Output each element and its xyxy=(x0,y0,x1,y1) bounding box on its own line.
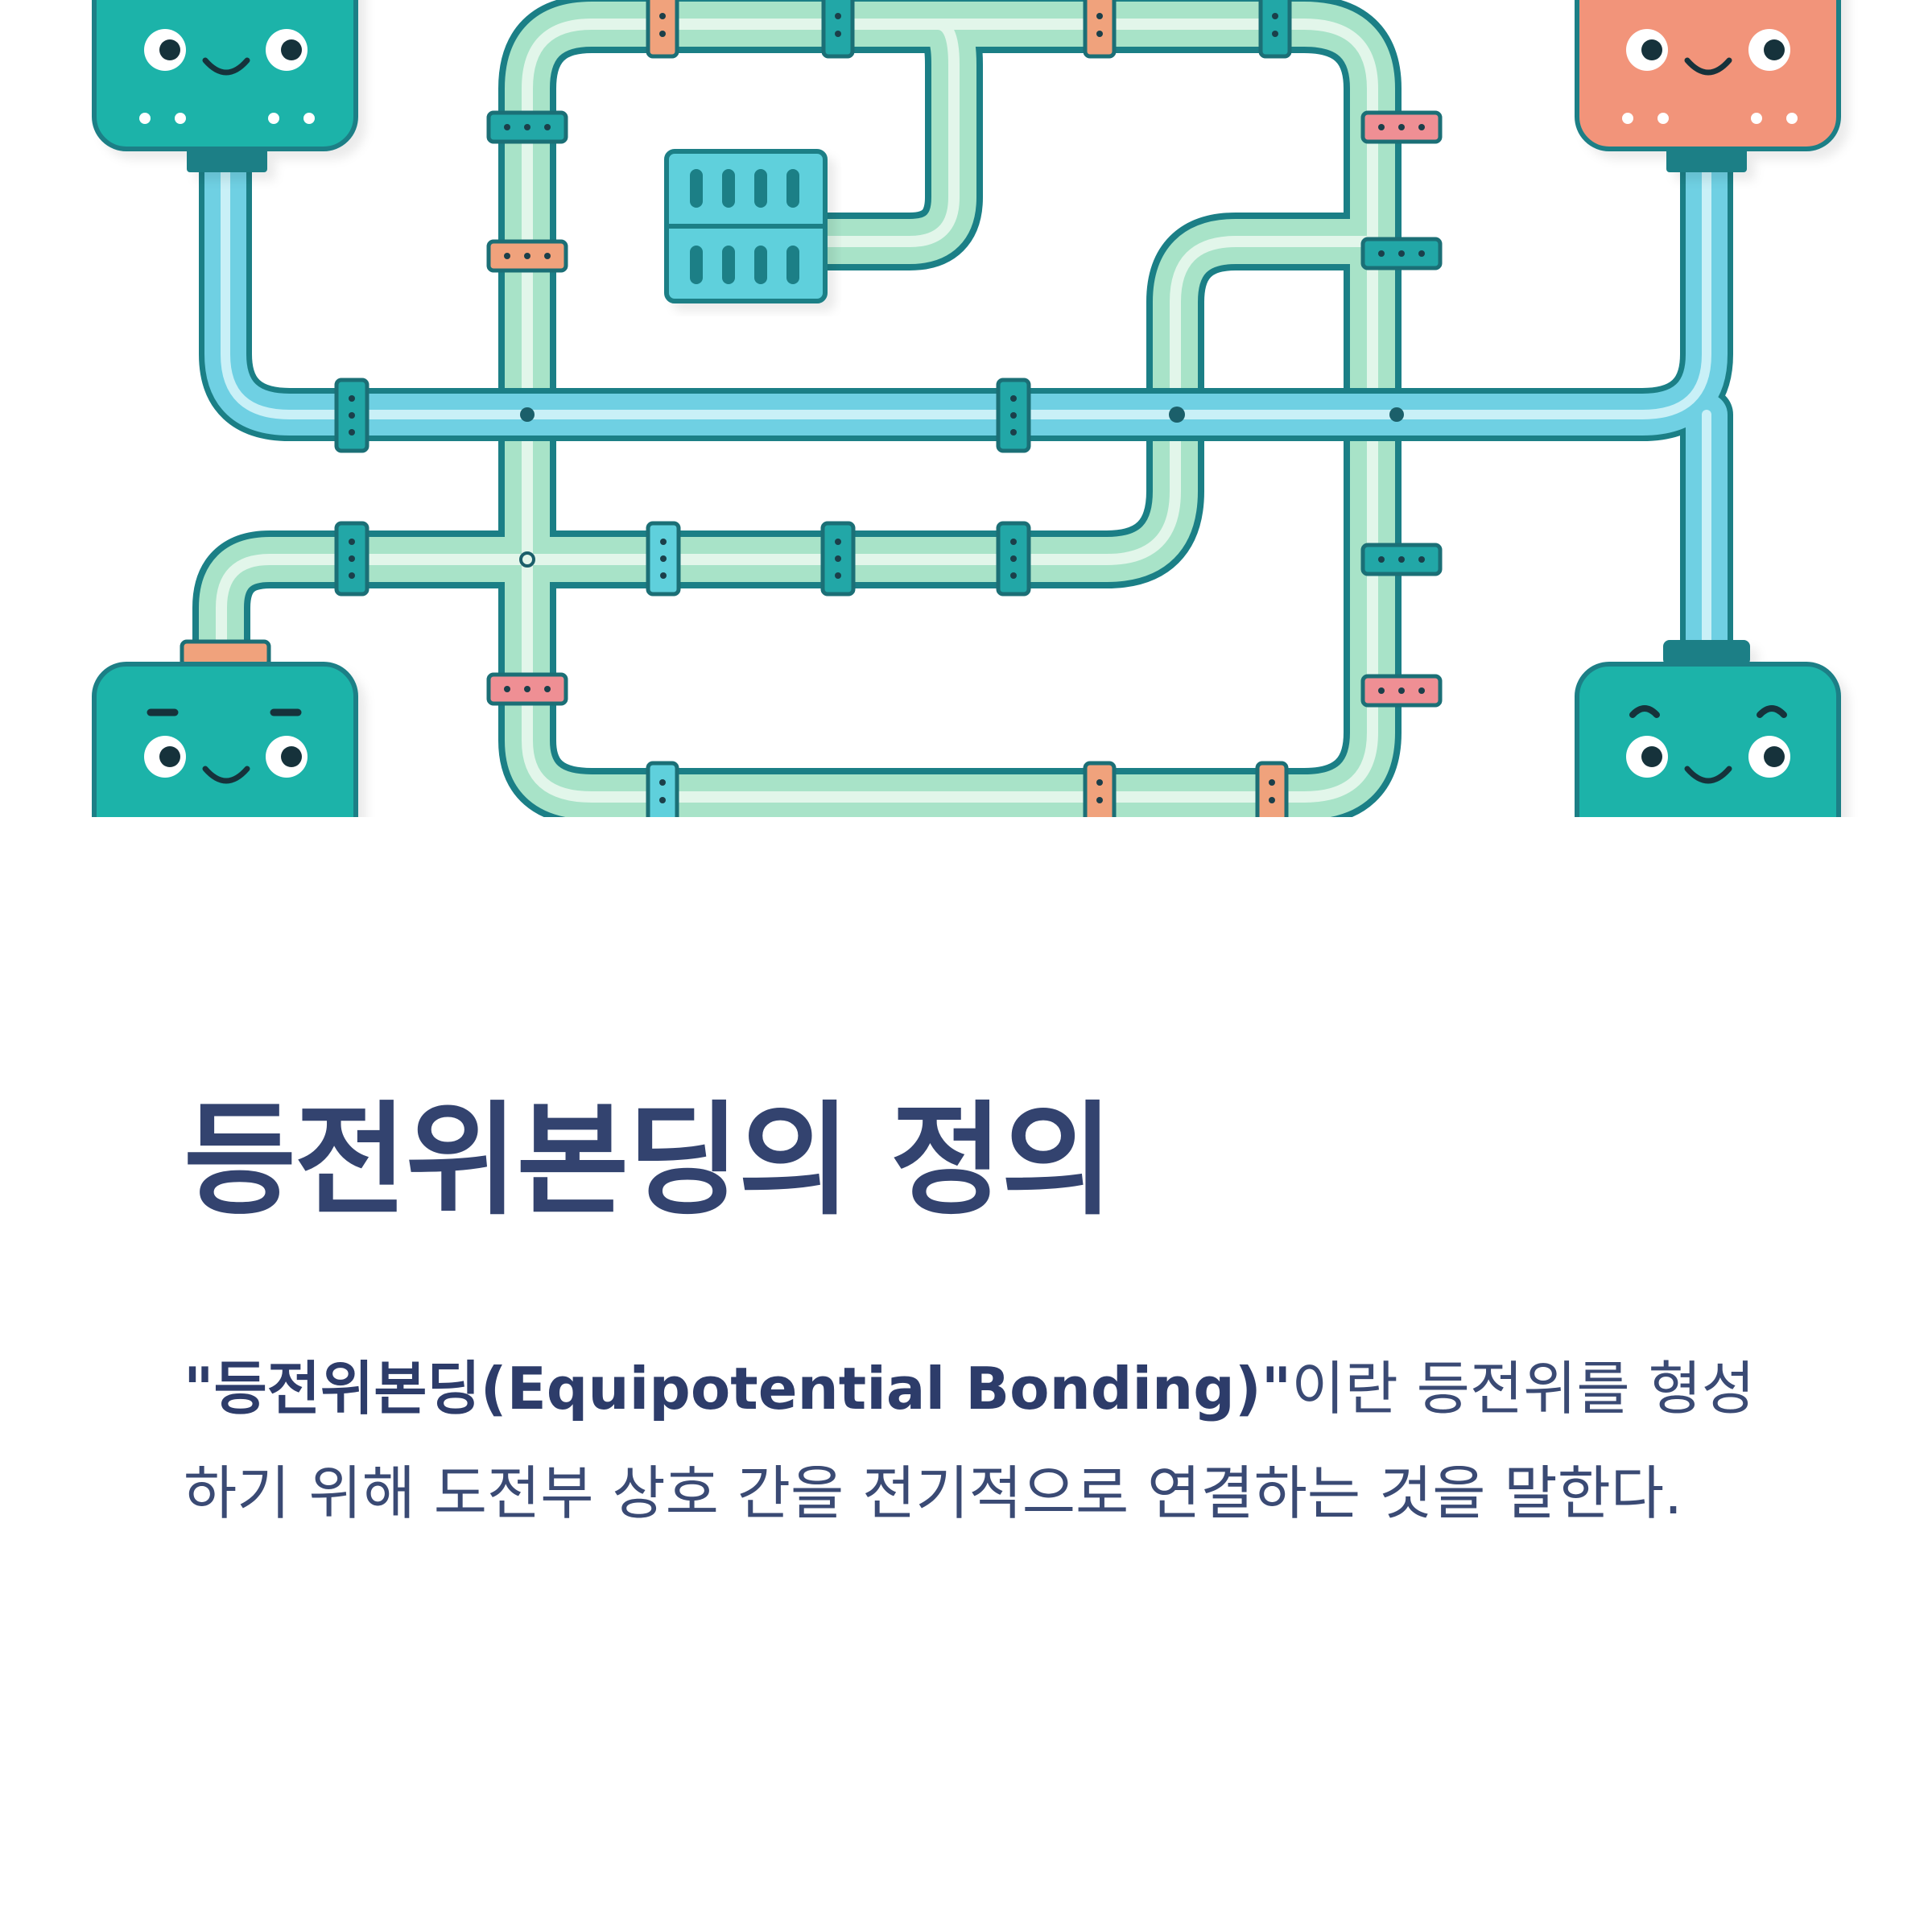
junction-dots xyxy=(519,407,1404,568)
device-bottom-left xyxy=(92,662,358,817)
terminal-block xyxy=(664,149,828,303)
bonding-network-illustration xyxy=(92,0,1841,817)
definition-term: "등전위본딩(Equipotential Bonding)" xyxy=(184,1355,1292,1422)
clamp-bolts xyxy=(349,13,1425,803)
definition-paragraph: "등전위본딩(Equipotential Bonding)"이란 등전위를 형성… xyxy=(184,1336,1794,1546)
definition-text: 이란 등전위를 형성하기 위해 도전부 상호 간을 전기적으로 연결하는 것을 … xyxy=(184,1355,1755,1527)
hero-illustration xyxy=(0,0,1932,817)
device-top-left xyxy=(92,0,358,172)
page-title: 등전위본딩의 정의 xyxy=(184,1089,1114,1232)
main-bonding-pipe xyxy=(199,134,1733,675)
device-bottom-right xyxy=(1575,640,1841,817)
device-top-right xyxy=(1575,0,1841,172)
mint-pipe-network xyxy=(192,0,1402,817)
